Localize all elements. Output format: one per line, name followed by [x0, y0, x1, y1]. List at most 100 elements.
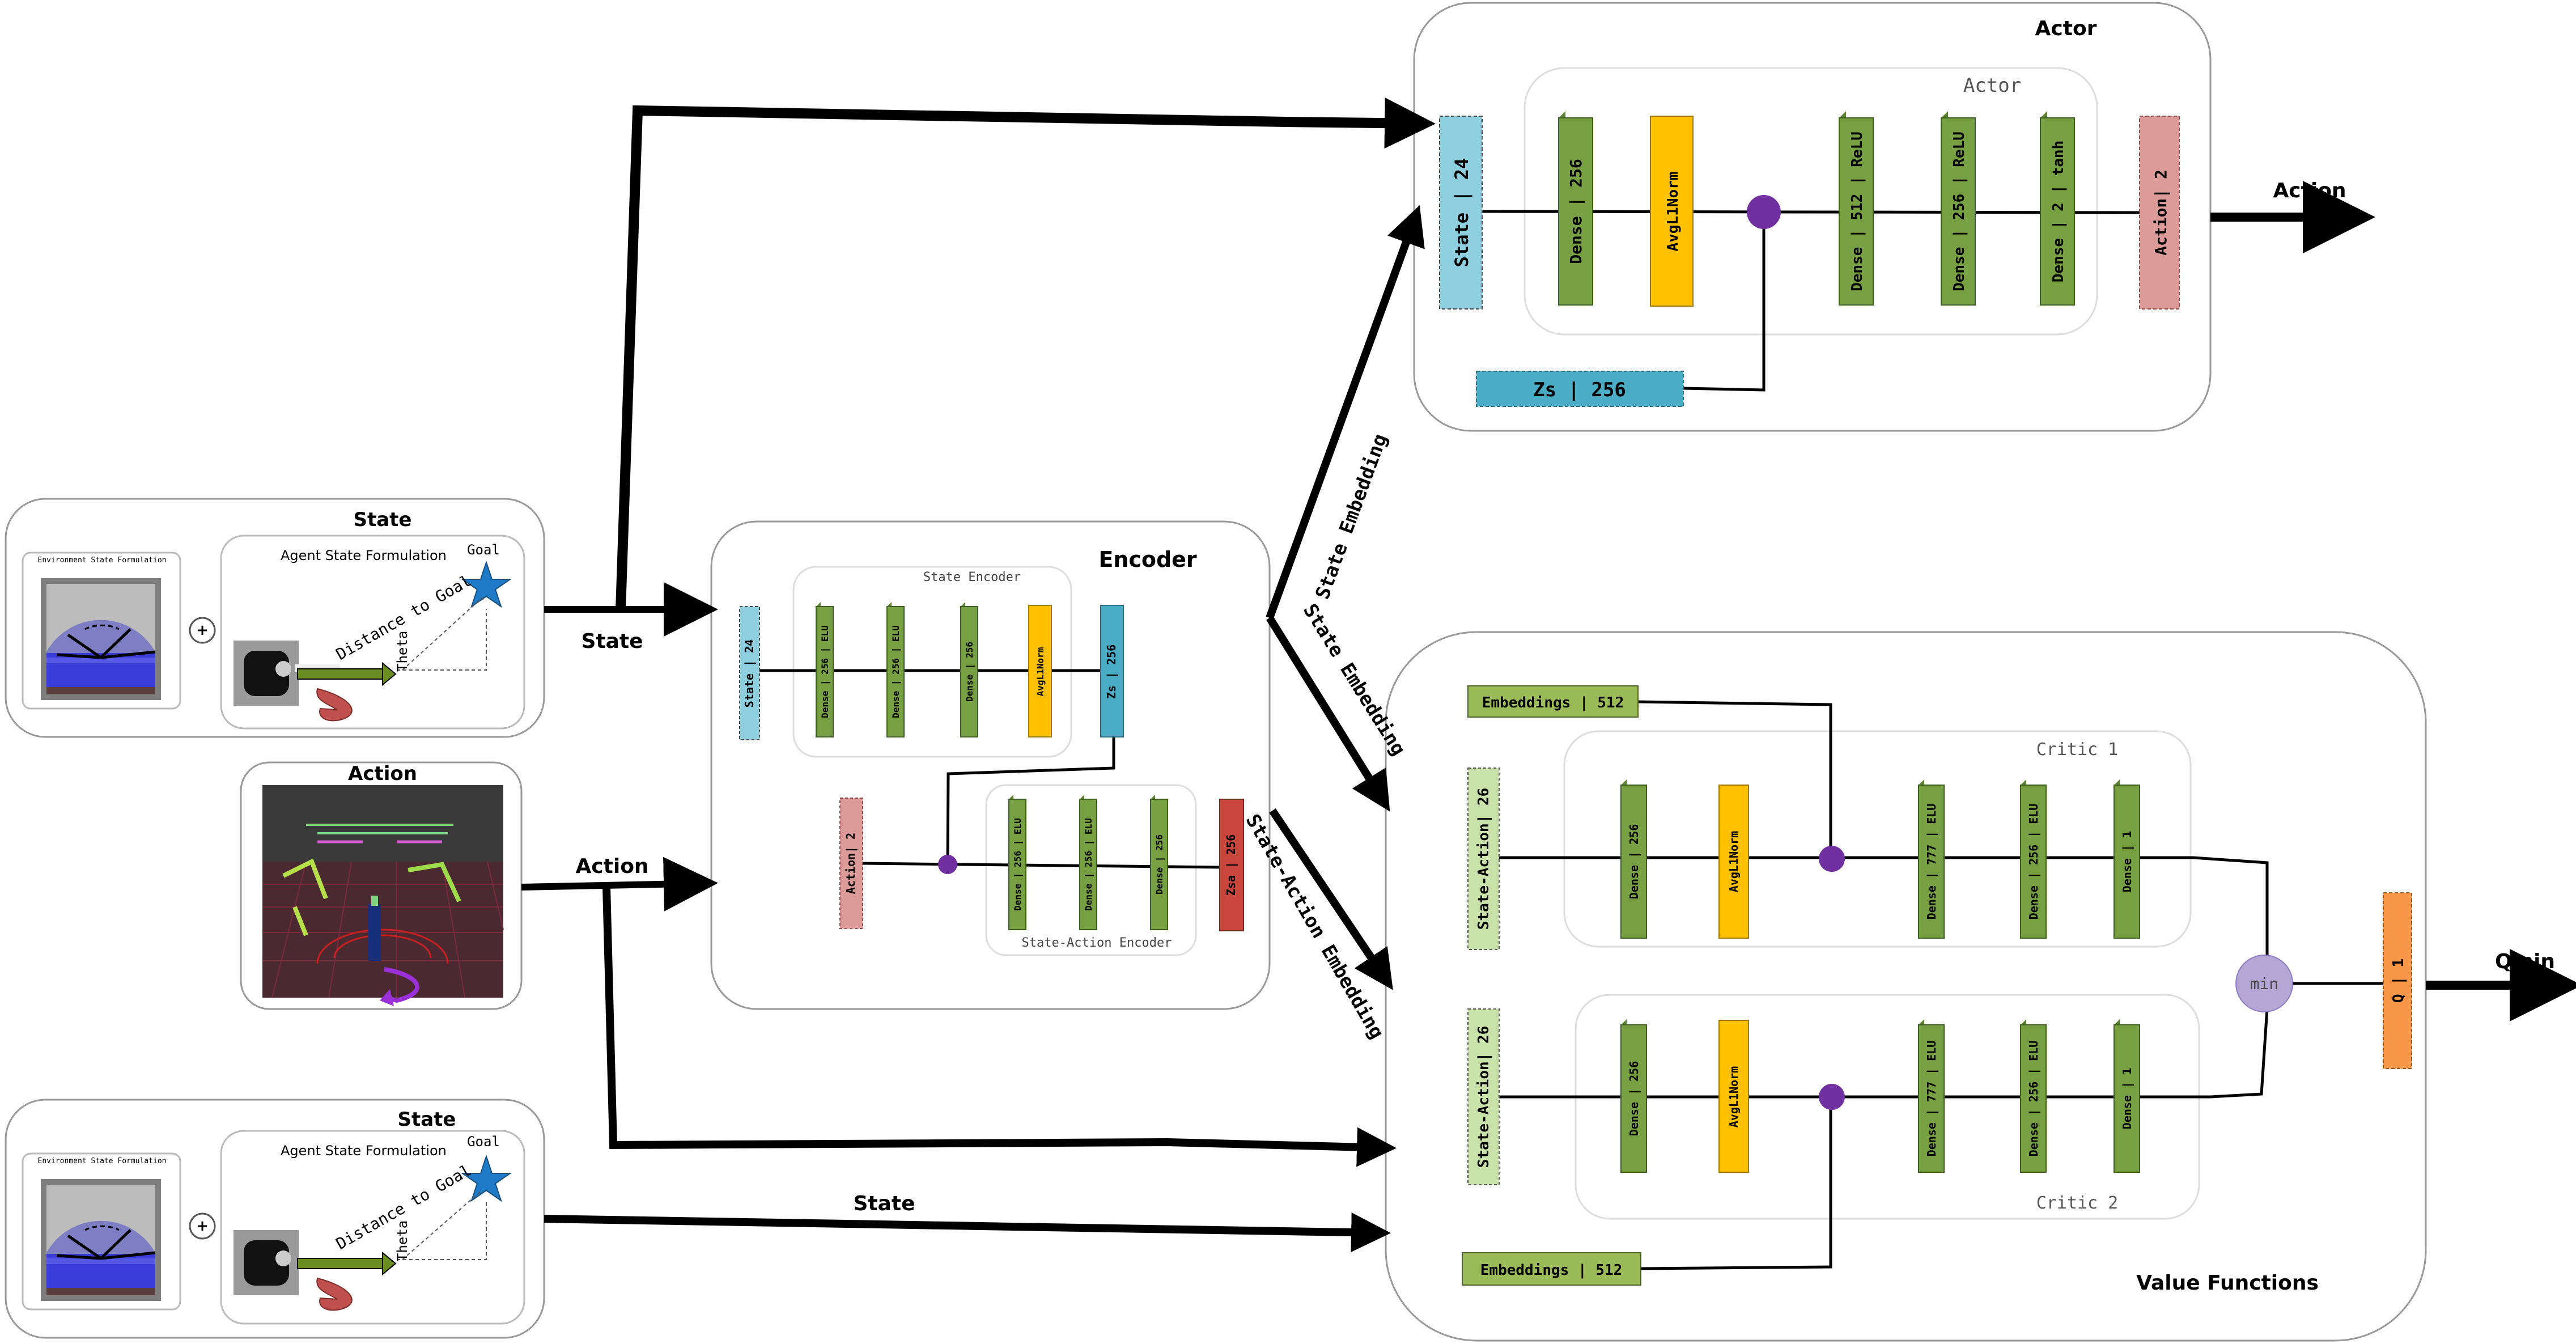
svg-text:Dense | 256 | ELU: Dense | 256 | ELU	[820, 625, 831, 718]
plus-symbol-top: +	[196, 622, 209, 639]
encoder-state-input	[739, 606, 760, 740]
arrow-encoder-sa-to-value	[1269, 808, 1393, 990]
rotation-arrow-top	[316, 688, 353, 722]
svg-text:Zs | 256: Zs | 256	[1533, 379, 1626, 401]
q-output: Q | 1	[2383, 892, 2412, 1069]
state-encoder-title: State Encoder	[923, 570, 1021, 584]
lidar-view-top	[41, 578, 161, 700]
svg-text:Zs | 256: Zs | 256	[1105, 645, 1118, 699]
lidar-3d-view	[262, 785, 504, 1006]
embeddings-input-2: Embeddings | 512	[1462, 1252, 1641, 1286]
actor-inner-title: Actor	[1963, 74, 2021, 97]
svg-text:Dense | 2 | tanh: Dense | 2 | tanh	[2050, 141, 2067, 282]
c2-layer-3: Dense | 256 | ELU	[2020, 1019, 2047, 1173]
actor-layer-1: Dense | 256	[1558, 111, 1593, 306]
actor-layer-3: Dense | 256 | ReLU	[1941, 111, 1976, 306]
svg-text:Embeddings | 512: Embeddings | 512	[1480, 1262, 1622, 1279]
embeddings-input-1: Embeddings | 512	[1467, 685, 1639, 718]
c2-layer-2: Dense | 777 | ELU	[1918, 1019, 1945, 1173]
action-title: Action	[348, 762, 417, 785]
arrow-label-state-bottom: State	[853, 1192, 915, 1215]
arrow-state-top-to-actor	[616, 97, 1436, 610]
arrow-action-to-value	[602, 887, 1397, 1167]
actor-layer-4: Dense | 2 | tanh	[2040, 111, 2075, 306]
sae-layer-1: Dense | 256 | ELU	[1008, 795, 1026, 930]
min-label: min	[2250, 974, 2279, 993]
se-layer-1: Dense | 256 | ELU	[816, 602, 834, 737]
arrow-label-state-embedding-1: State Embedding	[1311, 431, 1392, 602]
sa-input-2: State-Action| 26	[1467, 1008, 1500, 1185]
svg-text:State-Action| 26: State-Action| 26	[1475, 788, 1492, 930]
state-bottom-group: State Environment State Formulation + Ag…	[22, 1108, 525, 1325]
c1-layer-2: Dense | 777 | ELU	[1918, 779, 1945, 939]
encoder-merge-node	[938, 855, 957, 874]
c1-layer-3: Dense | 256 | ELU	[2020, 779, 2047, 939]
encoder-title: Encoder	[1098, 547, 1197, 572]
arrow-action-to-encoder	[521, 857, 718, 911]
encoder-zs: Zs | 256	[1100, 605, 1124, 737]
state-encoder-box	[792, 566, 1072, 758]
svg-text:Dense | 256: Dense | 256	[964, 642, 975, 702]
svg-text:Dense | 256 | ReLU: Dense | 256 | ReLU	[1951, 132, 1968, 291]
theta-label-bottom: Theta	[394, 1220, 410, 1261]
plus-symbol-bottom: +	[196, 1218, 209, 1235]
svg-text:AvgL1Norm: AvgL1Norm	[1727, 831, 1741, 892]
svg-text:State | 24: State | 24	[742, 639, 756, 707]
svg-text:Dense | 256 | ELU: Dense | 256 | ELU	[1012, 818, 1024, 911]
se-norm: AvgL1Norm	[1028, 605, 1052, 737]
main-arrows	[521, 97, 2576, 1253]
c2-norm: AvgL1Norm	[1718, 1020, 1749, 1173]
svg-text:Embeddings | 512: Embeddings | 512	[1482, 694, 1624, 711]
env-caption-bottom: Environment State Formulation	[38, 1157, 167, 1165]
actor-title: Actor	[2035, 17, 2097, 40]
arrow-label-state-top: State	[581, 630, 643, 653]
svg-text:Dense | 256: Dense | 256	[1154, 834, 1165, 894]
svg-text:Dense | 1: Dense | 1	[2120, 1068, 2134, 1129]
plus-node-top	[189, 617, 216, 644]
svg-text:State-Action| 26: State-Action| 26	[1475, 1026, 1492, 1168]
svg-text:Dense | 256 | ELU: Dense | 256 | ELU	[2027, 804, 2040, 920]
actor-action-output: Action| 2	[2139, 116, 2180, 309]
goal-star-icon-bottom	[460, 1154, 512, 1202]
distance-arrow-top	[297, 668, 383, 680]
goal-label-top: Goal	[467, 542, 500, 558]
env-caption-top: Environment State Formulation	[38, 556, 167, 565]
arrow-label-actor-out: Action	[2273, 179, 2346, 202]
svg-text:AvgL1Norm: AvgL1Norm	[1665, 172, 1682, 252]
arrow-label-state-embedding-2: State Embedding	[1298, 600, 1410, 760]
agent-caption-bottom: Agent State Formulation	[281, 1143, 447, 1159]
critic1-title: Critic 1	[2036, 740, 2119, 760]
actor-state-input: State | 24	[1439, 116, 1483, 309]
sa-input-1: State-Action| 26	[1467, 768, 1500, 950]
state-bottom-title: State	[398, 1108, 456, 1131]
svg-text:Action| 2: Action| 2	[2151, 169, 2170, 256]
c2-layer-4: Dense | 1	[2114, 1019, 2140, 1173]
actor-zs-input: Zs | 256	[1476, 371, 1684, 407]
state-top-group: State Environment State Formulation + Ag…	[22, 508, 525, 730]
svg-text:Zsa | 256: Zsa | 256	[1224, 834, 1238, 896]
robot-icon-bottom	[234, 1230, 299, 1295]
actor-panel	[1413, 2, 2212, 432]
critic2-box	[1575, 994, 2200, 1220]
arrow-label-action: Action	[575, 855, 648, 878]
actor-layer-2: Dense | 512 | ReLU	[1839, 111, 1874, 306]
svg-text:Dense | 256 | ELU: Dense | 256 | ELU	[890, 625, 902, 718]
encoder-zsa: Zsa | 256	[1219, 799, 1244, 931]
c1-layer-1: Dense | 256	[1620, 779, 1647, 939]
svg-text:Dense | 512 | ReLU: Dense | 512 | ReLU	[1849, 132, 1866, 291]
action-group: Action	[262, 762, 504, 1006]
encoder-group: Encoder State Encoder State-Action Encod…	[739, 547, 1244, 950]
critic1-box	[1563, 730, 2192, 948]
sae-layer-3: Dense | 256	[1150, 795, 1168, 930]
svg-text:Dense | 777 | ELU: Dense | 777 | ELU	[1925, 804, 1938, 920]
arrow-state-bottom-to-value	[544, 1212, 1391, 1253]
arrow-encoder-to-value	[1266, 616, 1390, 812]
svg-text:Dense | 1: Dense | 1	[2120, 831, 2134, 892]
se-layer-2: Dense | 256 | ELU	[886, 602, 905, 737]
goal-star-icon	[460, 560, 512, 608]
min-node	[2235, 955, 2293, 1012]
encoder-action-input: Action| 2	[839, 798, 863, 929]
lidar-view-bottom	[41, 1179, 161, 1301]
svg-text:State | 24: State | 24	[1451, 158, 1473, 268]
svg-text:Dense | 256: Dense | 256	[1567, 159, 1585, 264]
